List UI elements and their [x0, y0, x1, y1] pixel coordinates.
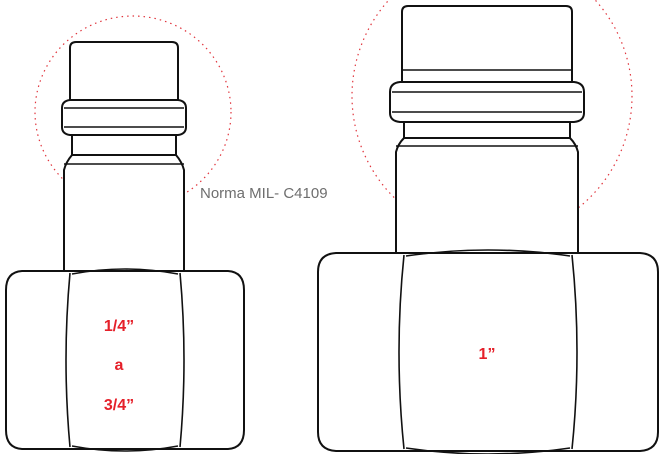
left-hex-nut [5, 270, 245, 450]
right-fitting [317, 5, 659, 454]
left-detail-circle [34, 15, 232, 209]
standard-label: Norma MIL- C4109 [200, 185, 328, 202]
right-body [395, 137, 579, 254]
left-size-joiner: a [115, 357, 124, 374]
right-plug-tip [401, 5, 573, 83]
left-plug-collar [61, 99, 187, 136]
left-body [63, 154, 185, 272]
left-size-to: 3/4” [104, 397, 134, 414]
left-plug-tip [69, 41, 179, 101]
right-size: 1” [479, 346, 496, 363]
right-plug-neck [403, 121, 571, 139]
right-hex-nut [317, 252, 659, 452]
left-size-from: 1/4” [104, 318, 134, 335]
left-plug-neck [71, 134, 177, 156]
left-fitting [5, 41, 245, 452]
right-plug-collar [389, 81, 585, 123]
